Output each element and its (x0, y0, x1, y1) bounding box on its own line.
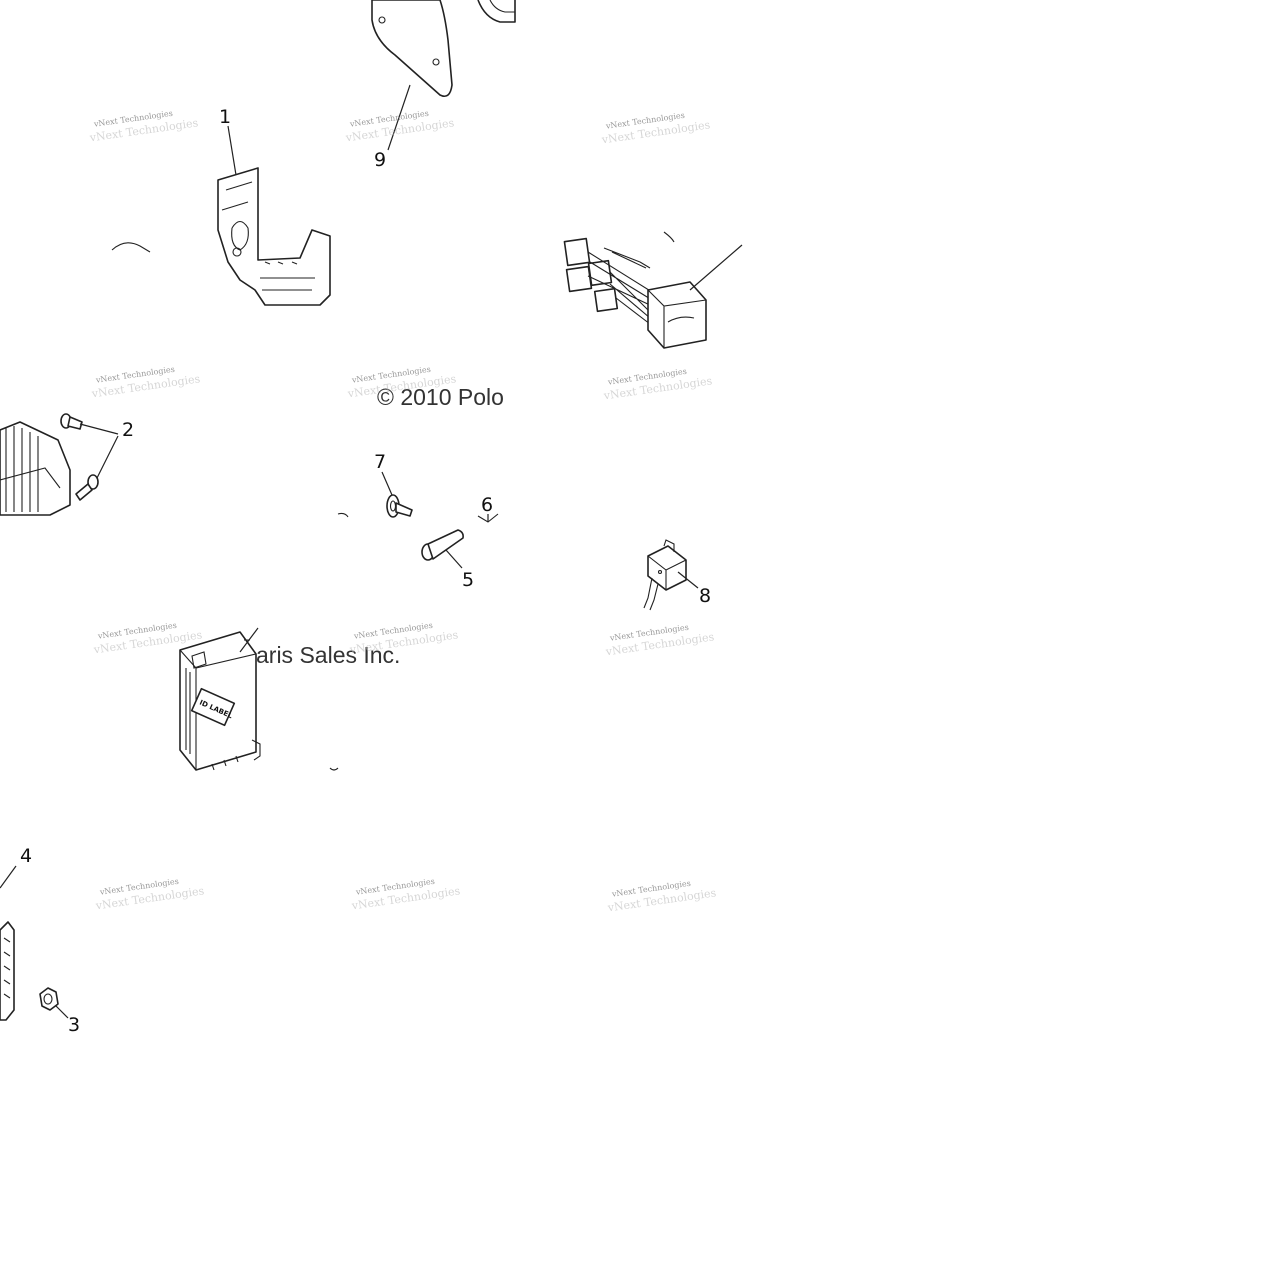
leader-3 (55, 1005, 69, 1019)
part-1-assembly (111, 167, 331, 306)
part-2-bolt-upper (60, 413, 83, 430)
leader-ecu (239, 627, 259, 653)
leader-4 (0, 865, 17, 889)
ecu-module: ID LABEL (179, 631, 261, 771)
watermark-10: vNext Technologies vNext Technologies (94, 877, 205, 913)
watermark-3: vNext Technologies vNext Technologies (600, 111, 711, 147)
leader-1 (227, 125, 237, 176)
part-2-bolt-lower (75, 474, 99, 501)
ecu-fragment (329, 767, 339, 771)
part-4-bracket (0, 921, 15, 1021)
watermark-8: vNext Technologies vNext Technologies (348, 621, 459, 657)
watermark-9: vNext Technologies vNext Technologies (604, 623, 715, 659)
part-8-switch (643, 539, 687, 611)
watermark-4: vNext Technologies vNext Technologies (90, 365, 201, 401)
callout-4: 4 (20, 845, 32, 867)
leader-7 (381, 471, 393, 496)
watermark-6: vNext Technologies vNext Technologies (602, 367, 713, 403)
watermark-1: vNext Technologies vNext Technologies (88, 109, 199, 145)
leader-2b (96, 435, 119, 479)
leader-2a (79, 423, 119, 435)
leader-9 (387, 84, 411, 151)
leader-5 (445, 549, 463, 569)
callout-3: 3 (68, 1014, 80, 1036)
part-top-right-fragment (477, 0, 516, 23)
copyright-line-2: aris Sales Inc. (256, 642, 400, 668)
callout-5: 5 (462, 569, 474, 591)
part-left-module (0, 421, 71, 516)
copyright-line-1: © 2010 Polo (377, 384, 504, 410)
part-5-pin (421, 529, 464, 561)
callout-9: 9 (374, 149, 386, 171)
leader-harness (689, 244, 743, 291)
id-label-sticker (190, 687, 236, 727)
leader-8 (677, 571, 699, 589)
callout-1: 1 (219, 106, 231, 128)
watermark-2: vNext Technologies vNext Technologies (344, 109, 455, 145)
callout-6: 6 (481, 494, 493, 516)
callout-2: 2 (122, 419, 134, 441)
callout-7: 7 (374, 451, 386, 473)
wiring-harness-connector (563, 231, 707, 349)
watermark-11: vNext Technologies vNext Technologies (350, 877, 461, 913)
callout-8: 8 (699, 585, 711, 607)
part-7-fastener (337, 494, 413, 518)
part-3-nut (39, 987, 59, 1011)
part-9-cover-plate (371, 0, 453, 98)
watermark-12: vNext Technologies vNext Technologies (606, 879, 717, 915)
